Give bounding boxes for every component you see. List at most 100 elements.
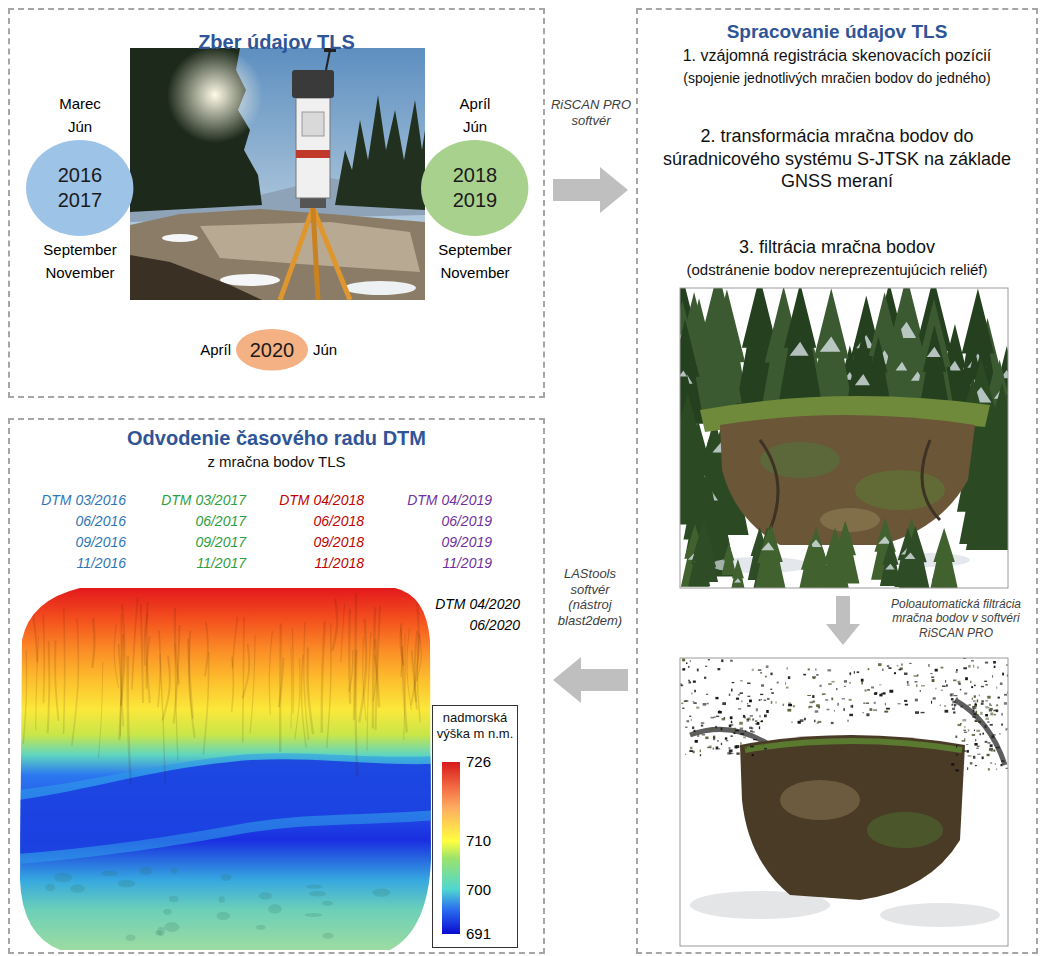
illustration-part (731, 689, 733, 692)
illustration-part (101, 871, 117, 876)
illustration-part (956, 745, 957, 748)
illustration-part (739, 722, 743, 725)
node-text: (odstránenie bodov nereprezentujúcich re… (648, 261, 1026, 280)
illustration-part (734, 578, 741, 582)
illustration-part (55, 640, 58, 721)
illustration-part (70, 885, 84, 893)
illustration-part (296, 150, 330, 158)
illustration-part (987, 696, 990, 699)
illustration-part (873, 709, 877, 710)
illustration-part (700, 749, 701, 752)
illustration-part (775, 701, 776, 703)
illustration-part (728, 747, 730, 749)
dtm-label: DTM 04/2020 (410, 596, 520, 613)
illustration-part (880, 903, 1000, 927)
dtm-label: DTM 04/2019 (382, 492, 492, 509)
field-photo (130, 48, 425, 300)
illustration-part (935, 669, 938, 672)
illustration-part (849, 673, 851, 675)
illustration-part (996, 709, 998, 712)
illustration-part (98, 662, 102, 758)
illustration-part (963, 719, 967, 721)
illustration-part (717, 668, 720, 670)
illustration-part (771, 692, 774, 694)
illustration-part (814, 720, 815, 722)
illustration-part (130, 48, 262, 212)
illustration-part (233, 617, 238, 668)
illustration-part (761, 720, 763, 722)
illustration-part (72, 618, 79, 745)
illustration-part (130, 209, 425, 300)
illustration-part (966, 707, 967, 709)
illustration-part (322, 621, 325, 732)
illustration-part (973, 756, 975, 759)
illustration-part (850, 682, 851, 684)
illustration-part (309, 891, 326, 896)
illustration-part (990, 724, 993, 726)
illustration-part (878, 663, 882, 666)
illustration-part (935, 688, 936, 690)
illustration-part (914, 675, 918, 676)
illustration-part (985, 714, 988, 716)
illustration-part (770, 689, 772, 690)
month-label: Jún (25, 118, 135, 136)
illustration-part (956, 697, 957, 698)
illustration-part (686, 662, 687, 664)
illustration-part (885, 703, 886, 706)
illustration-part (985, 700, 988, 701)
node-text: (spojenie jednotlivých mračien bodov do … (648, 70, 1026, 88)
illustration-part (940, 705, 941, 706)
node-heading: 2016 2017 (45, 163, 115, 213)
illustration-part (985, 706, 988, 709)
illustration-part (132, 597, 138, 689)
illustration-part (759, 699, 761, 701)
illustration-part (988, 768, 990, 770)
illustration-part (680, 658, 1008, 771)
illustration-part (888, 667, 891, 669)
illustration-part (696, 706, 699, 708)
illustration-part (879, 694, 882, 697)
illustration-part (752, 718, 754, 720)
illustration-part (15, 585, 436, 955)
illustration-part (701, 725, 703, 727)
illustration-part (871, 686, 874, 688)
illustration-part (1004, 702, 1007, 705)
illustration-part (713, 737, 715, 740)
illustration-part (727, 752, 730, 754)
illustration-part (758, 669, 761, 671)
illustration-part (722, 718, 725, 720)
illustration-part (989, 703, 991, 706)
illustration-part (702, 734, 705, 735)
illustration-part (680, 370, 687, 376)
node-heading: Odvodenie časového radu DTM (20, 426, 533, 451)
illustration-part (753, 739, 757, 740)
illustration-part (221, 874, 232, 881)
illustration-part (993, 661, 996, 664)
illustration-part (968, 729, 969, 731)
illustration-part (884, 711, 888, 713)
illustration-part (1001, 724, 1003, 726)
illustration-part (376, 606, 381, 730)
illustration-part (866, 703, 870, 704)
illustration-part (817, 723, 819, 724)
illustration-part (828, 683, 832, 685)
illustration-part (787, 709, 791, 712)
node-text: z mračna bodov TLS (20, 453, 533, 472)
illustration-part (701, 722, 704, 724)
illustration-part (1006, 728, 1007, 730)
illustration-part (114, 624, 118, 688)
illustration-part (725, 737, 727, 739)
illustration-part (220, 274, 280, 286)
illustration-part (760, 721, 763, 722)
illustration-part (793, 705, 795, 707)
illustration-part (751, 727, 753, 729)
month-label: November (25, 264, 135, 282)
illustration-part (967, 750, 969, 753)
illustration-part (740, 728, 743, 730)
illustration-part (695, 740, 698, 743)
illustration-part (729, 694, 730, 696)
illustration-part (718, 748, 720, 749)
illustration-part (956, 754, 958, 755)
illustration-part (955, 769, 958, 771)
illustration-part (721, 728, 722, 731)
